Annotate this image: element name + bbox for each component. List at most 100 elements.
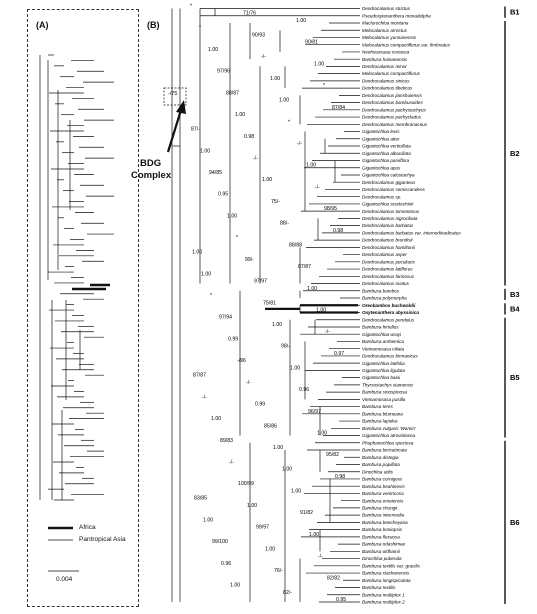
taxon-label: Bambusa blumeana	[362, 411, 403, 416]
taxon-label: Dendrocalamus brandisii	[362, 238, 414, 243]
taxon-label: Bambusa xiashanensis	[362, 571, 410, 576]
support-value: 1.00	[265, 546, 275, 552]
taxon-label: Gigantochloa latifolia	[362, 361, 405, 366]
taxon-label: Dendrocalamus tibeticus	[362, 86, 413, 91]
taxon-label: Dendrocalamus minor	[362, 64, 407, 69]
taxon-label: Gigantochloa calostachya	[362, 173, 415, 178]
support-value: 98/-	[281, 344, 290, 350]
taxon-label: Bambusa hainanensis	[362, 57, 408, 62]
support-value: 0.96	[299, 387, 309, 393]
taxon-label: Gigantochloa verticillata	[362, 144, 411, 149]
support-labels: *71/761.00*90/9390/811.00-/-1.0097/961.0…	[190, 4, 346, 604]
support-value: 97/97	[254, 279, 267, 285]
support-value: -/-	[261, 54, 266, 60]
taxon-label: Gigantochloa levis	[362, 129, 400, 134]
taxon-label: Gigantochloa balui	[362, 375, 401, 380]
support-value: 87/87	[298, 264, 311, 270]
taxon-label: Dinochloa puberula	[362, 556, 402, 561]
bdg-support: -/75	[168, 91, 178, 97]
taxon-label: Dendrocalamus farinosus	[362, 274, 415, 279]
taxon-label: Bambusa lapidea	[362, 419, 398, 424]
support-value: 96/97	[308, 409, 321, 415]
support-value: 1.00	[235, 112, 245, 118]
support-value: 82/-	[283, 590, 292, 596]
support-value: 1.00	[314, 61, 324, 67]
taxon-label: Bambusa multiplex 1	[362, 592, 405, 597]
taxon-label: Pseudoxytenanthera monadelpha	[362, 13, 431, 18]
taxon-label: Dendrocalamus tomentosus	[362, 209, 420, 214]
support-value: 1.00	[201, 271, 211, 277]
support-value: -/-	[325, 329, 330, 335]
taxon-label: Gigantochloa albociliata	[362, 151, 411, 156]
taxon-label: Dendrocalamus sinicus	[362, 78, 410, 83]
support-value: *	[323, 83, 325, 89]
group-label: B6	[510, 518, 520, 527]
panel-a-frame	[27, 9, 139, 607]
support-value: 87/84	[332, 105, 345, 111]
taxon-label: Gigantochloa ligulata	[362, 368, 405, 373]
support-value: 1.00	[270, 76, 280, 82]
taxon-label: Bambusa intermedia	[362, 513, 405, 518]
support-value: 90/93	[252, 32, 265, 38]
taxon-label: Phuphanochloa speciosa	[362, 440, 414, 445]
support-value: -/-	[202, 394, 207, 400]
taxon-label: Gigantochloa wrayi	[362, 332, 402, 337]
panel-a-label: (A)	[36, 20, 49, 30]
support-value: 1.00	[247, 503, 257, 509]
taxon-label: Bambusa textilis var. gracilis	[362, 563, 420, 568]
support-value: -/-	[297, 141, 302, 147]
support-value: -/-	[229, 459, 234, 465]
taxon-label: Dendrocalamus nigrociliata	[362, 216, 418, 221]
support-value: *	[288, 119, 290, 125]
legend-africa-text: Africa	[79, 524, 96, 531]
support-value: 1.00	[306, 163, 316, 169]
taxon-label: Oreobambos buchwaldii	[362, 303, 416, 308]
support-value: 1.00	[272, 322, 282, 328]
panel-a-tree	[39, 54, 114, 501]
taxon-label: Bambusa longispiculata	[362, 578, 411, 583]
taxon-label: Dendrocalamus sp.	[362, 194, 402, 199]
taxon-label: Dendrocalamus barbatus var. internodiira…	[362, 230, 461, 235]
support-value: 89/83	[220, 438, 233, 444]
taxon-label: Dendrocalamus hamiltonii	[362, 245, 416, 250]
taxon-label: Neohouzeaua coriacea	[362, 50, 410, 55]
support-value: 0.98	[244, 134, 254, 140]
taxon-label: Bambusa bicicatricata	[362, 448, 407, 453]
support-value: 1.00	[227, 213, 237, 219]
taxon-label: Gigantochloa atroviolacea	[362, 433, 416, 438]
support-value: 1.00	[192, 250, 202, 256]
taxa-labels: Dendrocalamus strictusPseudoxytenanthera…	[362, 6, 461, 604]
taxon-label: Dendrocalamus pachystachyus	[362, 107, 427, 112]
taxon-label: Dendrocalamus barbatus	[362, 223, 414, 228]
taxon-label: Bambusa chungii	[362, 506, 398, 511]
taxon-label: Bambusa odashimae	[362, 542, 406, 547]
support-value: 98/95	[324, 206, 337, 212]
taxon-label: Dendrocalamus latiflorus	[362, 267, 413, 272]
support-value: 0.99	[255, 402, 265, 408]
support-value: 97/94	[219, 315, 232, 321]
taxon-label: Oxytenanthera abyssinica	[362, 310, 419, 315]
support-value: 99/-	[245, 257, 254, 263]
support-value: 1.00	[282, 467, 292, 473]
taxon-label: Bambusa bambos	[362, 288, 400, 293]
taxon-label: Bambusa flexuosa	[362, 534, 400, 539]
panel-b-tree	[171, 8, 360, 603]
taxon-label: Bambusa textilis	[362, 585, 396, 590]
support-value: 0.97	[334, 351, 344, 357]
support-value: 87/87	[193, 373, 206, 379]
bdg-label-line2: Complex	[131, 170, 172, 181]
bdg-arrow	[163, 87, 187, 153]
support-value: 1.00	[203, 517, 213, 523]
taxon-label: Bambusa papillata	[362, 462, 400, 467]
taxon-label: Bambusa ventricosa	[362, 491, 404, 496]
taxon-label: Bambusa sinospinosa	[362, 390, 407, 395]
taxon-label: Bambusa teres	[362, 404, 394, 409]
support-value: 83/85	[194, 496, 207, 502]
taxon-label: Melocalamus compactiflorus var. fimbriat…	[362, 42, 451, 47]
taxon-label: Bambusa beahinesis	[362, 484, 405, 489]
support-value: 76/-	[274, 568, 283, 574]
support-value: 1.00	[307, 286, 317, 292]
taxon-label: Bambusa amhemica	[362, 339, 404, 344]
support-value: 1.00	[262, 177, 272, 183]
taxon-label: Dendrocalamus asper	[362, 252, 407, 257]
